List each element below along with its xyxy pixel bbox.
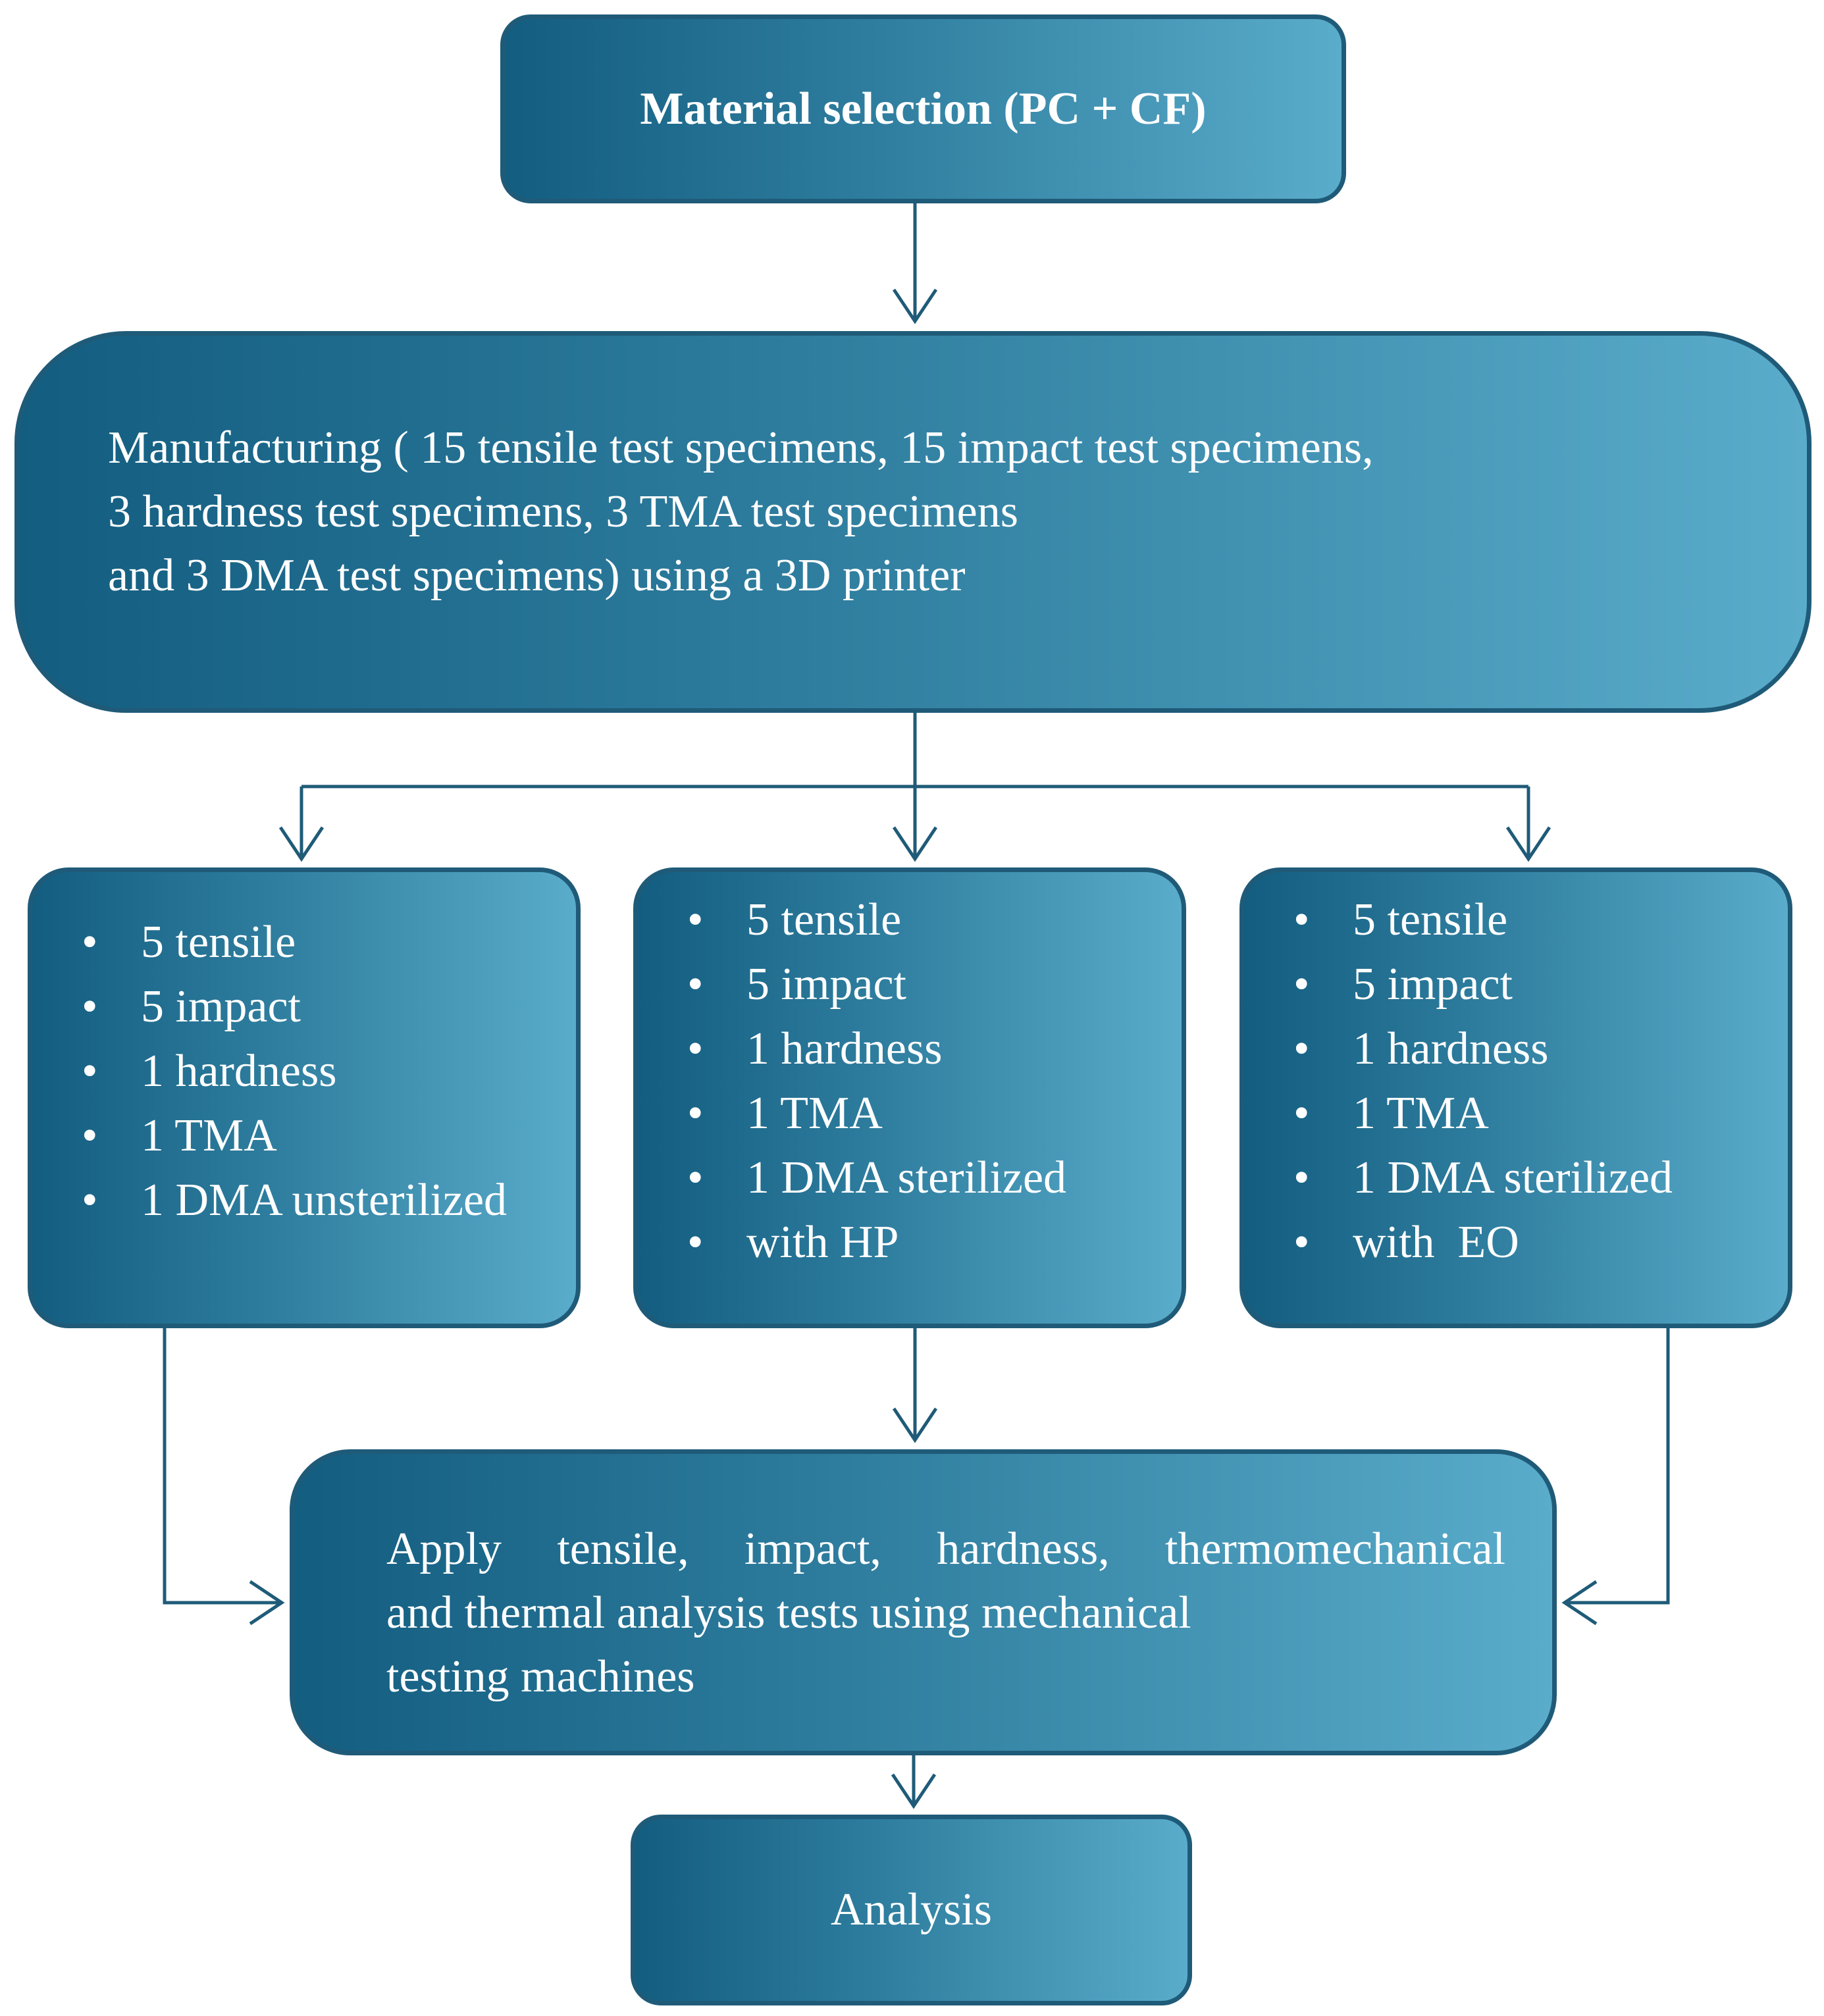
bullet-icon: • bbox=[687, 894, 704, 945]
bullet-icon: • bbox=[1293, 894, 1310, 945]
list-item-label: 1 DMA unsterilized bbox=[141, 1175, 508, 1226]
list-item-label: 1 TMA bbox=[141, 1110, 277, 1161]
testing-line: testing machines bbox=[386, 1651, 695, 1702]
list-item: • 5 tensile bbox=[687, 888, 1066, 952]
list-item: • 5 impact bbox=[1293, 952, 1673, 1017]
arrow-to-group-hp bbox=[892, 787, 938, 862]
list-item-label: 1 hardness bbox=[746, 1023, 943, 1074]
arrow-unsterilized-to-testing bbox=[163, 1328, 285, 1626]
arrow-hp-to-testing bbox=[892, 1328, 938, 1443]
bullet-icon: • bbox=[1293, 1023, 1310, 1074]
testing-box: Apply tensile, impact, hardness, thermom… bbox=[290, 1449, 1557, 1755]
list-item-label: 1 hardness bbox=[1353, 1023, 1549, 1074]
material-selection-label: Material selection (PC + CF) bbox=[640, 83, 1207, 134]
bullet-icon: • bbox=[687, 1023, 704, 1074]
list-item: • 5 tensile bbox=[82, 910, 507, 975]
bullet-icon: • bbox=[1293, 1152, 1310, 1203]
bullet-icon: • bbox=[1293, 1088, 1310, 1139]
analysis-box: Analysis bbox=[631, 1815, 1192, 2005]
list-item-label: with EO bbox=[1353, 1217, 1519, 1268]
bullet-icon: • bbox=[687, 1088, 704, 1139]
bullet-icon: • bbox=[687, 959, 704, 1010]
list-item-label: 1 DMA sterilized bbox=[746, 1152, 1067, 1203]
bullet-icon: • bbox=[82, 1110, 98, 1161]
specimen-list: •5 tensile •5 impact •1 hardness •1 TMA … bbox=[687, 888, 1066, 1275]
bullet-icon: • bbox=[82, 1175, 98, 1226]
list-item-label: 5 tensile bbox=[1353, 894, 1508, 945]
bullet-icon: • bbox=[687, 1152, 704, 1203]
list-item: • 5 impact bbox=[687, 952, 1066, 1017]
list-item-label: with HP bbox=[746, 1217, 899, 1268]
specimen-list: •5 tensile •5 impact •1 hardness •1 TMA … bbox=[82, 910, 507, 1233]
arrow-eo-to-testing bbox=[1561, 1328, 1670, 1626]
list-item: • 1 DMA sterilized bbox=[687, 1146, 1066, 1210]
manufacturing-line: 3 hardness test specimens, 3 TMA test sp… bbox=[108, 486, 1018, 537]
list-item: • with EO bbox=[1293, 1210, 1673, 1275]
bullet-icon: • bbox=[1293, 959, 1310, 1010]
list-item-label: 5 impact bbox=[1353, 959, 1513, 1010]
specimen-group-unsterilized: •5 tensile •5 impact •1 hardness •1 TMA … bbox=[28, 867, 581, 1328]
list-item: • 1 DMA sterilized bbox=[1293, 1146, 1673, 1210]
list-item-label: 5 impact bbox=[746, 959, 906, 1010]
list-item: • 5 impact bbox=[82, 975, 507, 1039]
list-item: • 1 hardness bbox=[687, 1017, 1066, 1081]
bullet-icon: • bbox=[82, 1046, 98, 1097]
list-item: • 1 hardness bbox=[82, 1039, 507, 1104]
arrow-to-group-eo bbox=[1505, 787, 1551, 862]
bullet-icon: • bbox=[82, 917, 98, 968]
list-item: • 1 TMA bbox=[82, 1104, 507, 1168]
testing-line: Apply tensile, impact, hardness, thermom… bbox=[386, 1524, 1505, 1574]
testing-line: and thermal analysis tests using mechani… bbox=[386, 1588, 1191, 1638]
manufacturing-line: Manufacturing ( 15 tensile test specimen… bbox=[108, 423, 1374, 473]
list-item-label: 1 TMA bbox=[1353, 1088, 1489, 1139]
arrow-testing-to-analysis bbox=[891, 1755, 937, 1809]
specimen-list: •5 tensile •5 impact •1 hardness •1 TMA … bbox=[1293, 888, 1673, 1275]
list-item: • 1 hardness bbox=[1293, 1017, 1673, 1081]
arrow-material-to-manufacturing bbox=[892, 203, 938, 324]
bullet-icon: • bbox=[1293, 1217, 1310, 1268]
list-item-label: 1 TMA bbox=[746, 1088, 883, 1139]
material-selection-box: Material selection (PC + CF) bbox=[500, 14, 1346, 203]
manufacturing-line: and 3 DMA test specimens) using a 3D pri… bbox=[108, 550, 966, 601]
specimen-group-eo-sterilized: •5 tensile •5 impact •1 hardness •1 TMA … bbox=[1239, 867, 1792, 1328]
list-item-label: 5 tensile bbox=[141, 917, 296, 968]
manufacturing-box: Manufacturing ( 15 tensile test specimen… bbox=[14, 331, 1811, 713]
list-item: • 1 TMA bbox=[1293, 1081, 1673, 1146]
specimen-group-hp-sterilized: •5 tensile •5 impact •1 hardness •1 TMA … bbox=[633, 867, 1186, 1328]
list-item: • 5 tensile bbox=[1293, 888, 1673, 952]
list-item: • 1 DMA unsterilized bbox=[82, 1168, 507, 1233]
arrow-to-group-unsterilized bbox=[278, 787, 325, 862]
list-item-label: 5 tensile bbox=[746, 894, 902, 945]
list-item: • with HP bbox=[687, 1210, 1066, 1275]
analysis-label: Analysis bbox=[831, 1884, 992, 1935]
list-item-label: 1 DMA sterilized bbox=[1353, 1152, 1673, 1203]
manufacturing-text: Manufacturing ( 15 tensile test specimen… bbox=[108, 416, 1374, 607]
list-item-label: 5 impact bbox=[141, 981, 301, 1032]
bullet-icon: • bbox=[82, 981, 98, 1032]
list-item-label: 1 hardness bbox=[141, 1046, 337, 1097]
list-item: • 1 TMA bbox=[687, 1081, 1066, 1146]
bullet-icon: • bbox=[687, 1217, 704, 1268]
testing-text: Apply tensile, impact, hardness, thermom… bbox=[386, 1517, 1505, 1709]
